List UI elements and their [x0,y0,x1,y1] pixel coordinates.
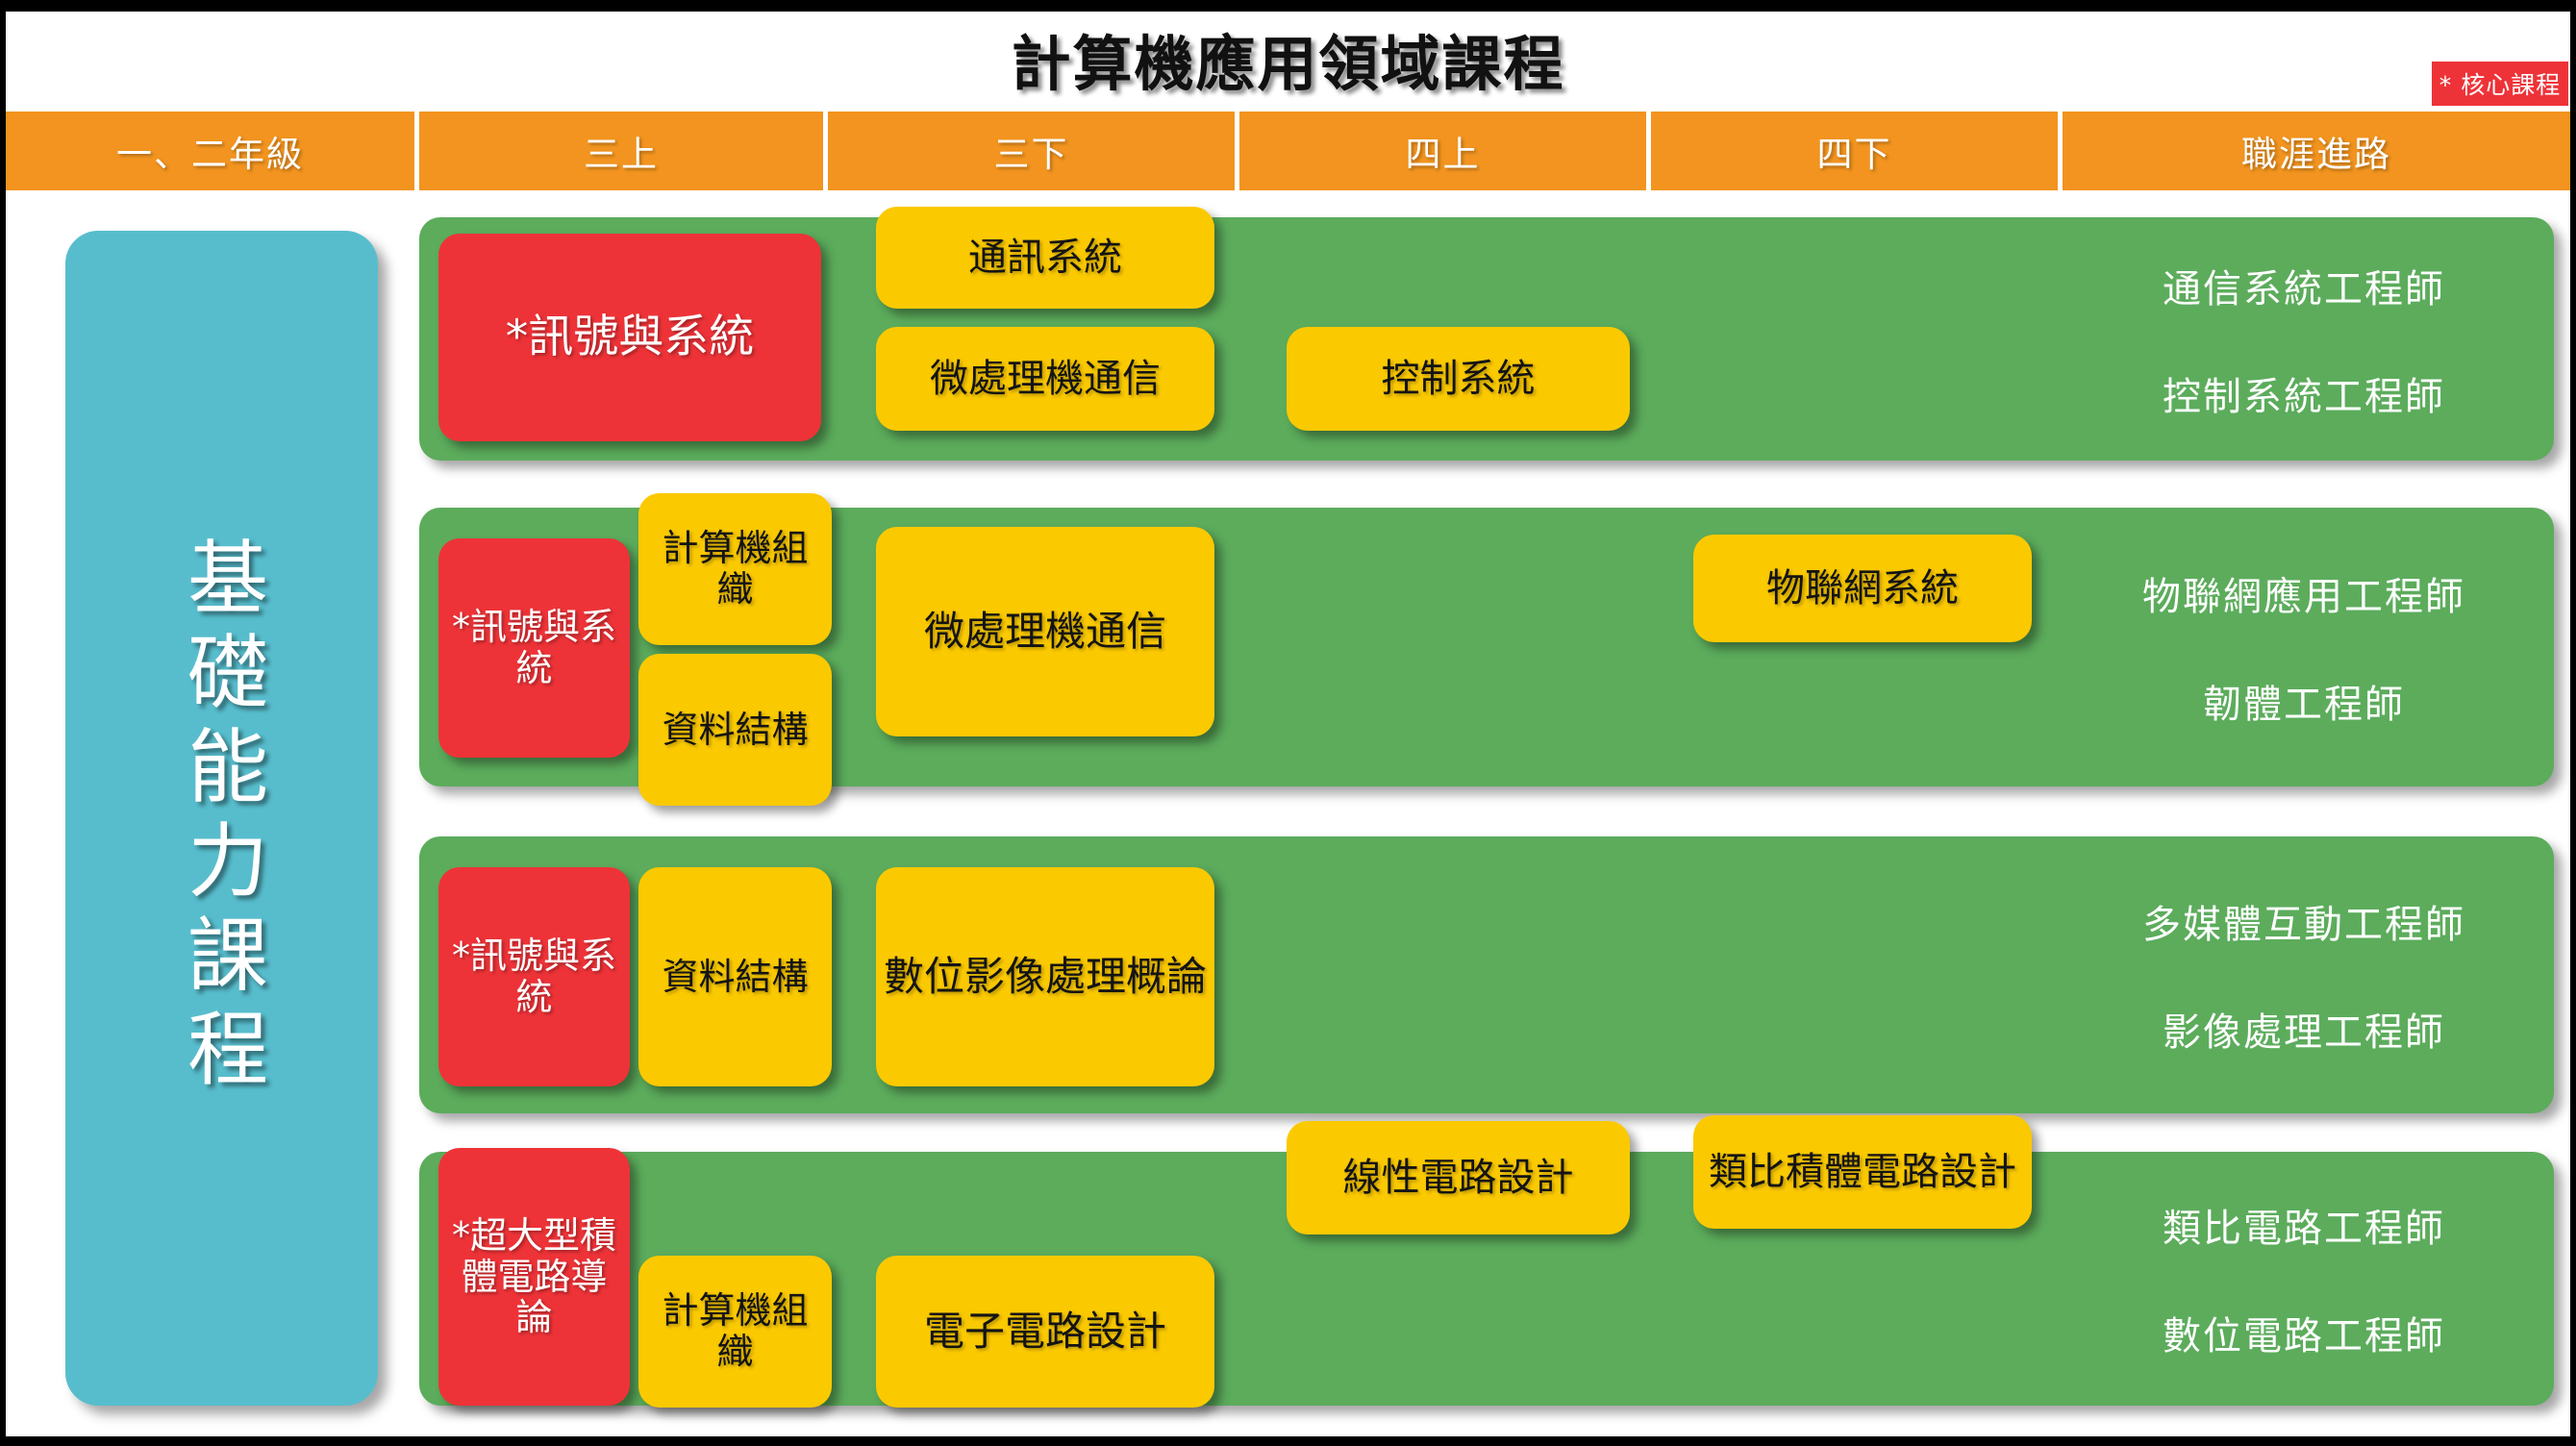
course-chip-elective[interactable]: 資料結構 [638,867,832,1086]
basic-ability-course-label: 基礎能力課程 [174,536,269,1101]
career-path-cell: 類比電路工程師 數位電路工程師 [2054,1152,2554,1406]
track-analog-digital-circuit: *超大型積體電路導論 計算機組織 電子電路設計 線性電路設計 類比積體電路設計 … [419,1115,2554,1408]
career-path-cell: 多媒體互動工程師 影像處理工程師 [2054,836,2554,1113]
track-multimedia-image: *訊號與系統 資料結構 數位影像處理概論 多媒體互動工程師 影像處理工程師 [419,836,2554,1113]
course-chip-core[interactable]: *訊號與系統 [438,538,630,758]
course-chip-core[interactable]: *訊號與系統 [438,867,630,1086]
column-header-year12[interactable]: 一、二年級 [6,112,419,190]
career-label: 通信系統工程師 [2163,266,2445,312]
career-label: 數位電路工程師 [2163,1314,2445,1359]
column-header-4a[interactable]: 四上 [1239,112,1651,190]
career-label: 韌體工程師 [2203,683,2405,727]
career-label: 物聯網應用工程師 [2142,575,2465,619]
course-chip-elective[interactable]: 計算機組織 [638,493,832,645]
course-chip-elective[interactable]: 物聯網系統 [1693,535,2032,642]
course-chip-elective[interactable]: 線性電路設計 [1287,1121,1630,1234]
course-chip-elective[interactable]: 微處理機通信 [876,527,1214,736]
course-chip-elective[interactable]: 控制系統 [1287,327,1630,431]
track-iot-firmware: *訊號與系統 計算機組織 資料結構 微處理機通信 物聯網系統 物聯網應用工程師 … [419,493,2554,806]
course-chip-elective[interactable]: 類比積體電路設計 [1693,1115,2032,1229]
career-path-cell: 通信系統工程師 控制系統工程師 [2054,217,2554,461]
column-header-4b[interactable]: 四下 [1651,112,2063,190]
course-chip-elective[interactable]: 資料結構 [638,654,832,806]
column-header-3a[interactable]: 三上 [419,112,828,190]
career-path-cell: 物聯網應用工程師 韌體工程師 [2054,508,2554,786]
core-course-legend-badge: * 核心課程 [2432,62,2568,106]
column-header-career[interactable]: 職涯進路 [2063,112,2570,190]
column-header-row: 一、二年級 三上 三下 四上 四下 職涯進路 [6,112,2570,190]
roadmap-body: 基礎能力課程 *訊號與系統 通訊系統 微處理機通信 控制系統 通信系統工程師 控… [6,190,2570,1436]
course-chip-core[interactable]: *訊號與系統 [438,234,821,441]
page-title: 計算機應用領域課程 [1011,29,1565,99]
career-label: 多媒體互動工程師 [2142,903,2465,947]
career-label: 控制系統工程師 [2163,374,2445,419]
career-label: 類比電路工程師 [2163,1207,2445,1251]
course-chip-core[interactable]: *超大型積體電路導論 [438,1148,630,1406]
column-header-3b[interactable]: 三下 [828,112,1239,190]
title-bar: 計算機應用領域課程 [6,12,2570,106]
course-chip-elective[interactable]: 數位影像處理概論 [876,867,1214,1086]
course-chip-elective[interactable]: 電子電路設計 [876,1256,1214,1408]
course-chip-elective[interactable]: 微處理機通信 [876,327,1214,431]
basic-ability-course-block[interactable]: 基礎能力課程 [65,231,378,1406]
career-label: 影像處理工程師 [2163,1010,2445,1055]
course-chip-elective[interactable]: 通訊系統 [876,207,1214,309]
course-chip-elective[interactable]: 計算機組織 [638,1256,832,1408]
track-communication-control: *訊號與系統 通訊系統 微處理機通信 控制系統 通信系統工程師 控制系統工程師 [419,207,2554,461]
